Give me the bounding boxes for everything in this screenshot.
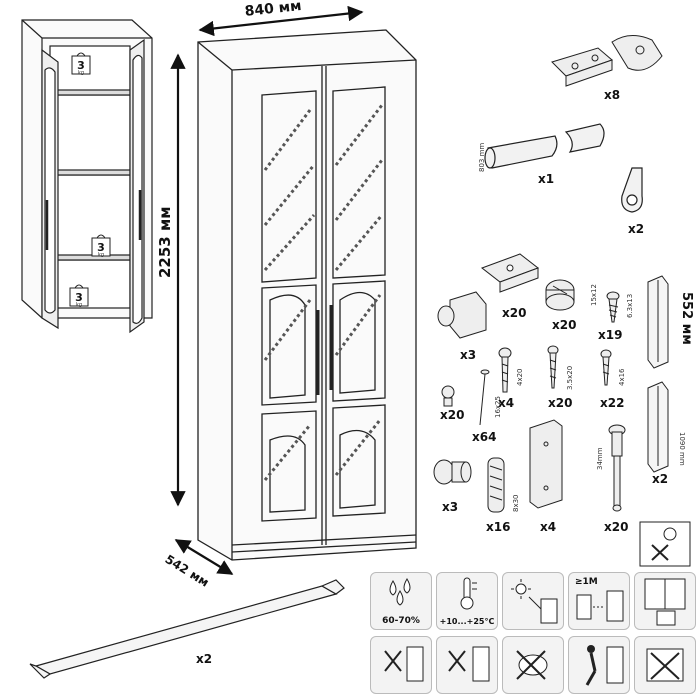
- water-drops-icon: [389, 578, 411, 606]
- cross-chemicals-icon: [448, 646, 490, 682]
- cam-lock-qty: x20: [552, 318, 577, 332]
- no-chemicals-icon: [436, 636, 498, 694]
- person-cross-icon: [585, 645, 624, 686]
- temperature-icon: +10...+25°C: [436, 572, 498, 630]
- window-placement-icon: [634, 572, 696, 630]
- dowel-size: 8x30: [512, 494, 520, 512]
- nail-size: 16x25: [494, 396, 502, 418]
- screw-4x16-size: 4x16: [618, 368, 626, 386]
- nail-icon: [479, 369, 490, 426]
- rod-holder-icon: [621, 167, 643, 213]
- hinge-adjust-icon: [639, 521, 691, 567]
- handle-bar-icon: [29, 579, 345, 679]
- weight-value-bottom: 3: [75, 291, 83, 304]
- thermometer-icon: [460, 577, 477, 610]
- dimension-lines: [170, 5, 364, 575]
- no-abrasive-icon: [502, 636, 564, 694]
- knob-qty: x3: [442, 500, 459, 514]
- heater-icon: [576, 590, 624, 622]
- leveler-icon: [437, 291, 487, 339]
- window-icon: [644, 578, 686, 626]
- cam-screw-qty: x19: [598, 328, 623, 342]
- weight-unit-mid: kg: [98, 252, 105, 258]
- profile-length-dimension: 552 мм: [679, 292, 694, 345]
- temperature-label: +10...+25°C: [439, 617, 495, 626]
- humidity-icon: 60-70%: [370, 572, 432, 630]
- rod-qty: x1: [538, 172, 555, 186]
- no-overload-icon: [634, 636, 696, 694]
- screw-4x16-icon: [600, 349, 612, 386]
- dowel-qty: x16: [486, 520, 511, 534]
- open-cabinet-drawing: [21, 19, 153, 334]
- no-direct-sun-icon: [502, 572, 564, 630]
- hanging-rod-icon: [484, 123, 605, 169]
- cam-lock-icon: [545, 279, 575, 311]
- shelf-weight-icons: [69, 52, 111, 307]
- screw-4x20-size: 4x20: [516, 368, 524, 386]
- profile-strip-icon: [647, 275, 669, 473]
- rod-holder-qty: x2: [628, 222, 645, 236]
- weight-value-mid: 3: [97, 241, 105, 254]
- hinge-qty: x8: [604, 88, 621, 102]
- rod-length: 803 mm: [478, 142, 486, 172]
- wardrobe-drawing: [197, 29, 417, 561]
- handle-qty: x2: [196, 652, 213, 666]
- cam-screw-size: 6.3x13: [626, 293, 634, 318]
- cross-abrasive-icon: [516, 650, 548, 680]
- hinge-icon: [551, 35, 663, 87]
- small-connector-qty: x20: [440, 408, 465, 422]
- screw-3.5x20-icon: [547, 345, 559, 389]
- humidity-label: 60-70%: [382, 616, 420, 626]
- screw-4x20-qty: x4: [498, 396, 515, 410]
- sun-icon: [511, 579, 558, 624]
- no-climbing-icon: [568, 636, 630, 694]
- cam-bolt-size: 34mm: [596, 447, 604, 470]
- screw-3.5x20-qty: x20: [548, 396, 573, 410]
- screw-4x20-icon: [498, 347, 512, 393]
- profile-length-small: 1090 mm: [678, 432, 686, 466]
- height-dimension: 2253 мм: [156, 206, 174, 279]
- dowel-icon: [487, 457, 505, 513]
- plate-qty: x4: [540, 520, 557, 534]
- mounting-plate-icon: [529, 419, 563, 509]
- shelf-support-qty: x20: [502, 306, 527, 320]
- knob-icon: [433, 459, 472, 485]
- nail-qty: x64: [472, 430, 497, 444]
- profile-qty: x2: [652, 472, 669, 486]
- screw-4x16-qty: x22: [600, 396, 625, 410]
- distance-label: ≥1M: [575, 577, 598, 587]
- no-wet-cleaning-icon: [370, 636, 432, 694]
- weight-unit-bottom: kg: [76, 302, 83, 308]
- glass-reflections: [263, 104, 384, 481]
- distance-from-heat-icon: ≥1M: [568, 572, 630, 630]
- screw-3.5x20-size: 3.5x20: [566, 365, 574, 390]
- cam-bolt-qty: x20: [604, 520, 629, 534]
- cam-bolt-icon: [608, 424, 626, 512]
- cam-size: 15x12: [590, 284, 598, 306]
- cam-screw-icon: [606, 291, 620, 323]
- weight-value-top: 3: [77, 59, 85, 72]
- weight-unit-top: kg: [78, 70, 85, 76]
- weight-cross-icon: [646, 648, 684, 682]
- shelf-support-icon: [480, 253, 540, 293]
- leveler-qty: x3: [460, 348, 477, 362]
- cross-wet-icon: [384, 646, 424, 682]
- small-connector-icon: [441, 385, 455, 407]
